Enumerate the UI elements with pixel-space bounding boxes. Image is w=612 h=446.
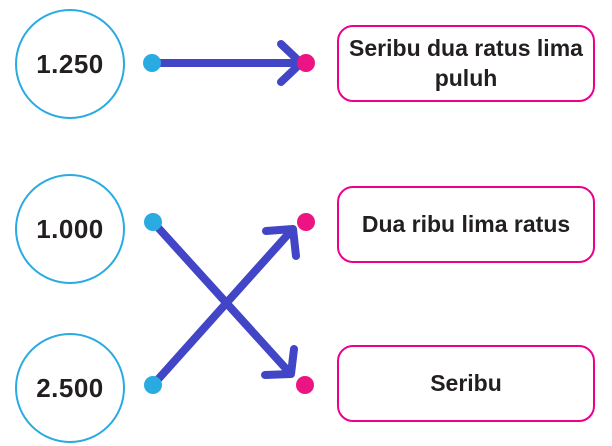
number-circle-1000: 1.000 [15, 174, 125, 284]
connector-dot-1250[interactable] [143, 54, 161, 72]
number-label: 2.500 [36, 372, 104, 403]
arrow-1250-to-seribu-dua-ratus-lima-puluh [148, 40, 305, 86]
connector-dot-1000[interactable] [144, 213, 162, 231]
word-box-seribu: Seribu [337, 345, 595, 422]
word-box-seribu-dua-ratus-lima-puluh: Seribu dua ratus lima puluh [337, 25, 595, 102]
arrow-2500-to-dua-ribu-lima-ratus [149, 225, 300, 389]
number-circle-2500: 2.500 [15, 333, 125, 443]
number-circle-1250: 1.250 [15, 9, 125, 119]
connector-dot-2500[interactable] [144, 376, 162, 394]
connector-dot-seribu-dua-ratus-lima-puluh[interactable] [297, 54, 315, 72]
word-label: Seribu [430, 369, 502, 396]
number-label: 1.250 [36, 48, 104, 79]
number-label: 1.000 [36, 213, 104, 244]
word-box-dua-ribu-lima-ratus: Dua ribu lima ratus [337, 186, 595, 263]
arrow-1000-to-seribu [149, 218, 298, 379]
word-label: Seribu dua ratus lima puluh [349, 34, 583, 91]
word-label: Dua ribu lima ratus [361, 210, 571, 237]
connector-dot-dua-ribu-lima-ratus[interactable] [297, 213, 315, 231]
connector-dot-seribu[interactable] [296, 376, 314, 394]
